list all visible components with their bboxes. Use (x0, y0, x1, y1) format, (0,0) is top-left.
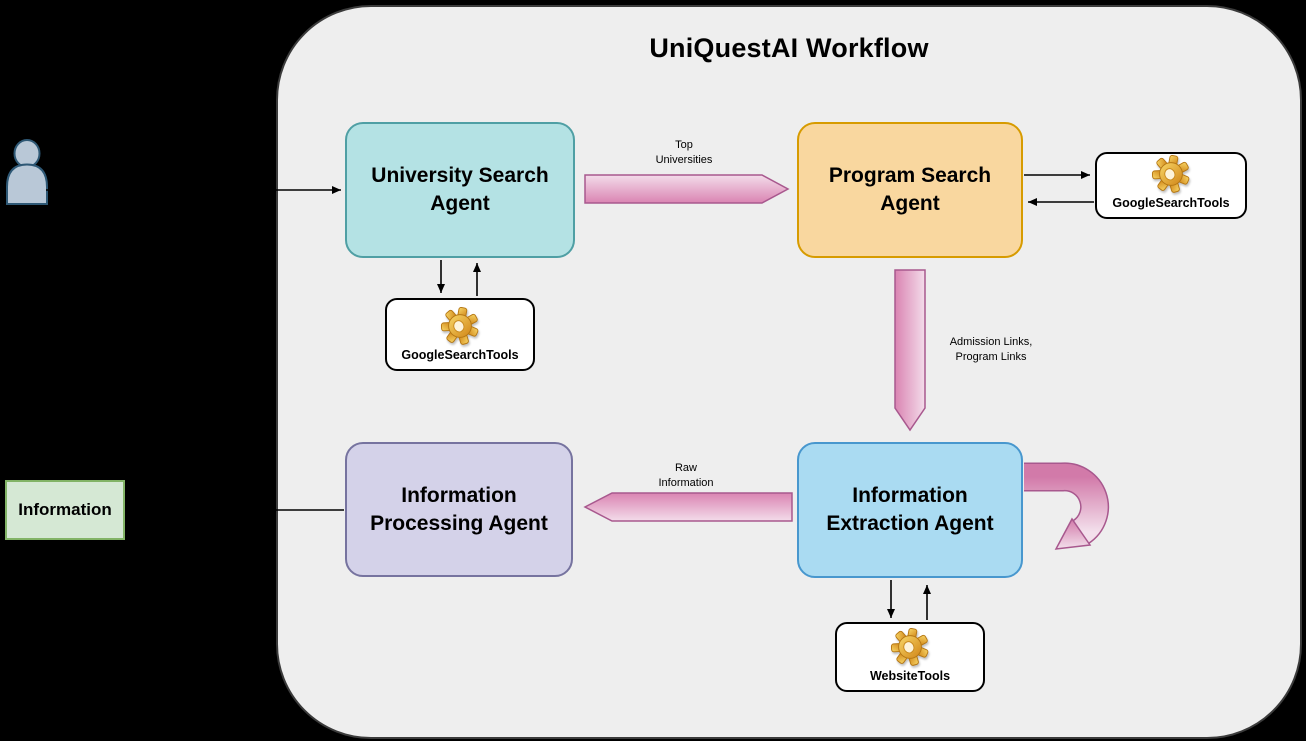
node-information-processing-agent[interactable]: Information Processing Agent (345, 442, 573, 577)
agent-label: Information Extraction Agent (826, 484, 994, 535)
node-websitetools[interactable]: WebsiteTools (835, 622, 985, 692)
flow-arrow-top-universities (584, 174, 790, 204)
flow-label-admission-links: Admission Links, Program Links (949, 336, 1033, 364)
agent-label: University Search Agent (371, 164, 549, 215)
node-program-search-agent[interactable]: Program Search Agent (797, 122, 1023, 258)
flow-arrow-admission-links (894, 269, 926, 432)
flow-label-raw-information: Raw Information (658, 462, 714, 490)
tool-label: GoogleSearchTools (401, 348, 519, 362)
person-icon[interactable] (5, 137, 49, 207)
flow-arrow-self-loop-head (1054, 517, 1092, 550)
node-information-extraction-agent[interactable]: Information Extraction Agent (797, 442, 1023, 578)
agent-label: Information Processing Agent (370, 483, 548, 535)
gear-icon (440, 307, 479, 345)
flow-label-top-universities: Top Universities (655, 139, 713, 167)
diagram-title: UniQuestAI Workflow (649, 33, 929, 63)
node-university-search-agent[interactable]: University Search Agent (345, 122, 575, 258)
flow-arrow-self-loop (1024, 463, 1108, 543)
node-googlesearchtools-program[interactable]: GoogleSearchTools (1095, 152, 1247, 219)
node-googlesearchtools-university[interactable]: GoogleSearchTools (385, 298, 535, 371)
agent-label: Program Search Agent (828, 164, 992, 215)
tool-label: GoogleSearchTools (1112, 196, 1230, 210)
node-information-output[interactable]: Information (5, 480, 125, 540)
information-label: Information (18, 500, 112, 519)
flow-arrow-raw-information (583, 492, 793, 522)
gear-icon (1151, 155, 1190, 193)
tool-label: WebsiteTools (869, 669, 951, 683)
gear-icon (890, 628, 929, 666)
